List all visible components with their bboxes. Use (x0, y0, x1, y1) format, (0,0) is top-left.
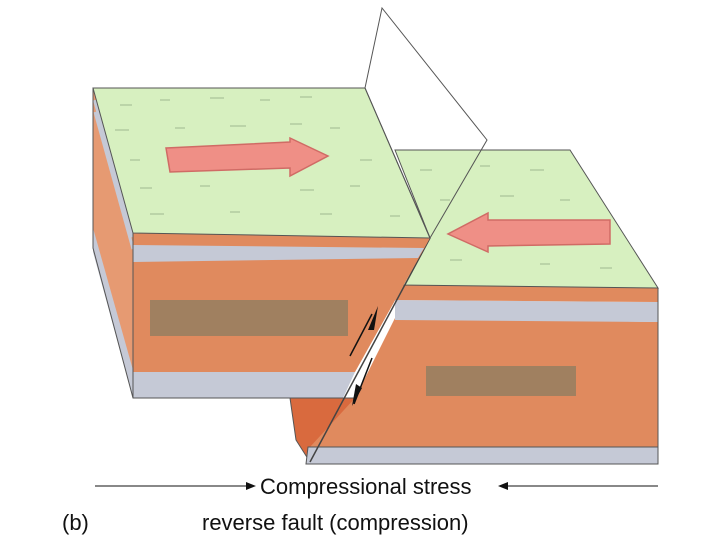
left-block-side-face (93, 88, 133, 398)
arrow-left-icon (446, 211, 611, 254)
left-block-brown-bed (150, 300, 348, 336)
left-block-side-stripes-2 (93, 111, 135, 250)
left-block-front-gray-bottom (133, 372, 355, 398)
fault-trace-right (309, 237, 431, 463)
right-block-top-surface (394, 149, 659, 289)
left-block-outline (92, 88, 343, 399)
compressional-stress-label: Compressional stress (260, 474, 472, 499)
left-block-side-gray (93, 228, 133, 398)
left-block-front-gray-top (133, 245, 424, 262)
slip-arrow-down-icon (352, 357, 373, 406)
right-block-outline (306, 288, 659, 465)
right-block-front-orange-top (395, 285, 658, 302)
arrowhead-left-icon (498, 482, 508, 490)
left-block-side-stripes (93, 99, 135, 238)
fault-plane-outline (364, 6, 488, 240)
arrow-right-icon (165, 136, 330, 178)
slip-arrow-up-icon (349, 306, 378, 357)
surface-texture (115, 96, 612, 269)
right-block-front-gray-band (395, 300, 658, 322)
arrowhead-right-icon (246, 482, 256, 490)
figure-caption: reverse fault (compression) (202, 510, 469, 535)
right-block (289, 149, 659, 465)
right-block-front-gray-bottom (305, 446, 659, 465)
panel-label: (b) (62, 510, 89, 535)
right-block-brown-bed (426, 366, 576, 396)
